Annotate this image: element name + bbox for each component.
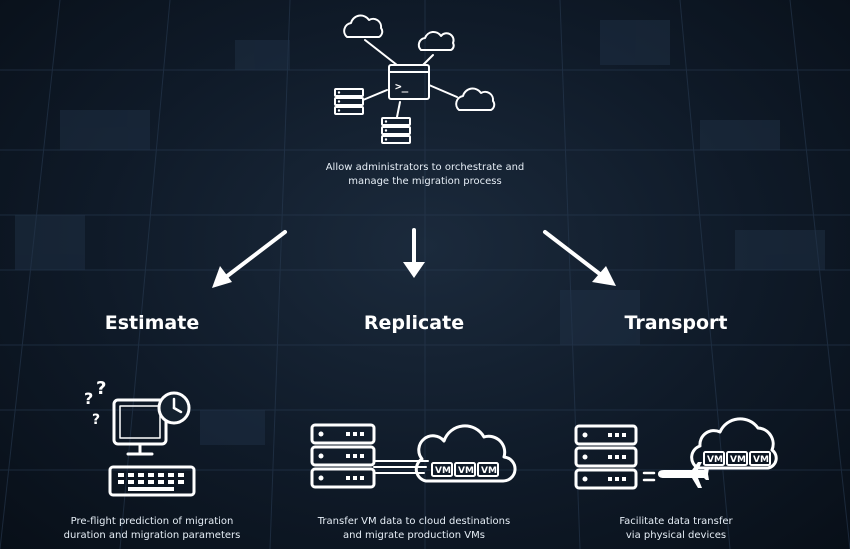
cloud-icon — [343, 14, 384, 38]
orchestration-diagram: >_ — [334, 14, 496, 144]
estimate-caption-line: duration and migration parameters — [63, 530, 241, 541]
vm-box: VM — [703, 451, 725, 466]
cloud-icon — [414, 424, 517, 483]
airplane-icon — [658, 462, 709, 488]
section-title-replicate: Replicate — [363, 312, 465, 334]
server-rack-icon — [381, 117, 411, 144]
arrow-icon — [212, 230, 287, 288]
server-rack-icon — [310, 423, 376, 489]
replicate-illustration: VM VM VM — [310, 423, 517, 489]
replicate-caption-line: and migrate production VMs — [343, 530, 485, 541]
estimate-caption: Pre-flight prediction of migration durat… — [22, 515, 282, 543]
svg-text:?: ? — [92, 412, 100, 428]
vm-box: VM — [749, 451, 771, 466]
cloud-icon — [455, 87, 496, 111]
svg-text:VM: VM — [458, 466, 474, 476]
svg-text:?: ? — [96, 378, 106, 399]
replicate-caption-line: Transfer VM data to cloud destinations — [317, 516, 511, 527]
transport-caption-line: Facilitate data transfer — [619, 516, 733, 527]
cloud-icon — [690, 417, 778, 470]
question-mark-icon: ? ? ? — [84, 378, 106, 428]
section-title-transport: Transport — [624, 312, 728, 334]
orchestration-connectors — [362, 39, 458, 118]
estimate-illustration: ? ? ? — [84, 378, 196, 497]
arrows — [212, 228, 616, 288]
orchestration-caption-line: manage the migration process — [348, 176, 502, 187]
arrow-icon — [403, 228, 425, 278]
vm-box: VM — [454, 462, 476, 477]
data-stream-lines — [373, 460, 429, 474]
transport-caption: Facilitate data transfer via physical de… — [546, 515, 806, 543]
vm-box: VM — [431, 462, 453, 477]
terminal-window-icon: >_ — [388, 64, 430, 100]
server-rack-icon — [334, 88, 364, 115]
orchestration-caption-line: Allow administrators to orchestrate and — [325, 162, 525, 173]
orchestration-caption: Allow administrators to orchestrate and … — [295, 161, 555, 189]
transport-caption-line: via physical devices — [625, 530, 727, 541]
section-title-estimate: Estimate — [104, 312, 200, 334]
vm-box: VM — [477, 462, 499, 477]
svg-text:VM: VM — [707, 455, 723, 465]
terminal-prompt: >_ — [395, 80, 409, 93]
computer-icon — [108, 398, 196, 497]
speed-lines — [642, 471, 656, 482]
svg-text:VM: VM — [481, 466, 497, 476]
estimate-caption-line: Pre-flight prediction of migration — [70, 516, 234, 527]
arrow-icon — [543, 230, 616, 286]
svg-text:VM: VM — [435, 466, 451, 476]
svg-text:VM: VM — [730, 455, 746, 465]
clock-icon — [157, 391, 191, 425]
svg-text:?: ? — [84, 389, 93, 408]
vm-box: VM — [726, 451, 748, 466]
replicate-caption: Transfer VM data to cloud destinations a… — [284, 515, 544, 543]
cloud-icon — [417, 31, 455, 51]
transport-illustration: VM VM VM — [574, 417, 778, 490]
svg-text:VM: VM — [753, 455, 769, 465]
server-rack-icon — [574, 424, 638, 490]
